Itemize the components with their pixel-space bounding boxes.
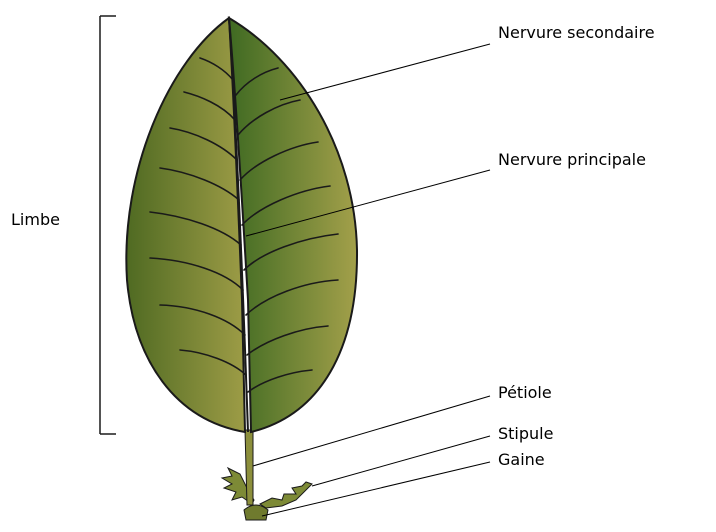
label-nervure-principale: Nervure principale bbox=[498, 152, 646, 168]
limbe-bracket bbox=[100, 16, 116, 434]
label-stipule: Stipule bbox=[498, 426, 553, 442]
leaf-blade-right bbox=[229, 18, 357, 432]
leaf-blade-left bbox=[126, 18, 245, 432]
label-nervure-secondaire: Nervure secondaire bbox=[498, 25, 655, 41]
label-gaine: Gaine bbox=[498, 452, 545, 468]
label-limbe: Limbe bbox=[11, 212, 60, 228]
leader-stipule bbox=[312, 436, 490, 486]
stipule-shapes bbox=[222, 468, 312, 508]
leader-nervure-secondaire bbox=[280, 44, 490, 100]
label-petiole: Pétiole bbox=[498, 385, 552, 401]
petiole-shape bbox=[245, 430, 253, 505]
gaine-shape bbox=[244, 505, 268, 520]
